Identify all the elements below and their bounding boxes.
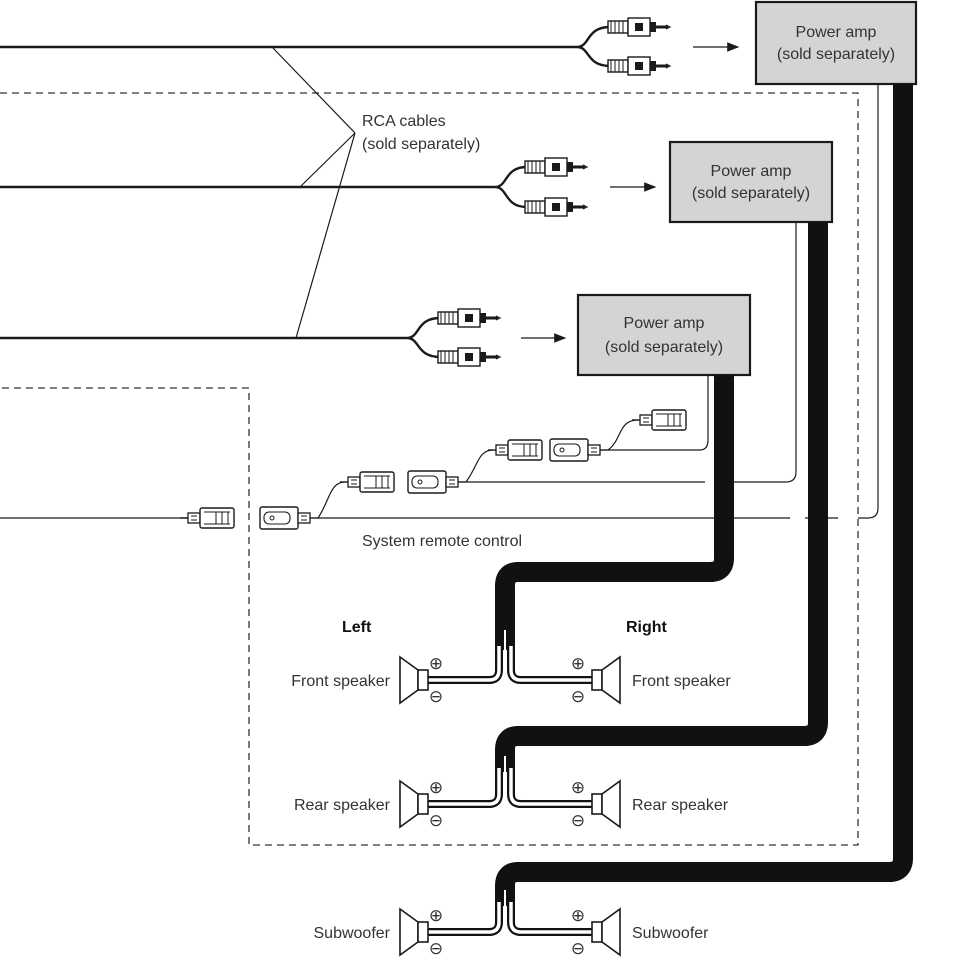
front-right-speaker-label: Front speaker (632, 673, 731, 690)
remote-connector-female-icon (407, 470, 467, 494)
remote-chain-wire (465, 449, 494, 483)
rear-right-speaker-label: Rear speaker (632, 797, 729, 814)
sub-left-speaker-label: Subwoofer (314, 925, 391, 942)
remote-connector-male-icon (631, 409, 687, 431)
rca-plug-icon (523, 156, 589, 178)
negative-icon: ⊖ (429, 939, 443, 958)
rear-right-speaker-icon (591, 780, 621, 828)
remote-connector-male-icon (179, 507, 235, 529)
subwoofer-leads (428, 902, 592, 936)
power-amp-title: Power amp (796, 24, 877, 41)
remote-chain-wire (607, 419, 639, 451)
positive-icon: ⊕ (571, 654, 585, 673)
negative-icon: ⊖ (429, 811, 443, 830)
positive-icon: ⊕ (429, 654, 443, 673)
left-side-label: Left (342, 619, 372, 636)
remote-connector-female-icon (259, 506, 319, 530)
power-amp-subtitle: (sold separately) (605, 339, 723, 356)
speaker-bundle-front (495, 375, 734, 650)
negative-icon: ⊖ (571, 687, 585, 706)
negative-icon: ⊖ (429, 687, 443, 706)
rca-splitter-3 (406, 316, 441, 359)
negative-icon: ⊖ (571, 811, 585, 830)
positive-icon: ⊕ (571, 906, 585, 925)
rca-splitter-1 (576, 25, 611, 68)
right-side-label: Right (626, 619, 668, 636)
remote-connector-male-icon (487, 439, 543, 461)
remote-chain-wire (317, 481, 346, 519)
power-amp-subtitle: (sold separately) (777, 46, 895, 63)
sub-right-speaker-icon (591, 908, 621, 956)
rca-plug-icon (436, 346, 502, 368)
rca-cables-label: RCA cables (sold separately) (362, 113, 480, 153)
power-amp-1: Power amp (sold separately) (754, 0, 918, 86)
rca-label-leader (271, 46, 356, 339)
speaker-bundle-rear (495, 222, 828, 772)
rca-plug-icon (606, 55, 672, 77)
rear-speaker-leads (428, 768, 592, 808)
remote-chain-wire (466, 222, 797, 483)
rca-plug-icon (523, 196, 589, 218)
rear-left-speaker-label: Rear speaker (294, 797, 391, 814)
speaker-bundle-sub (495, 84, 913, 906)
system-remote-control-label: System remote control (362, 533, 522, 550)
front-left-speaker-icon (399, 656, 429, 704)
svg-text:RCA cables: RCA cables (362, 113, 446, 130)
power-amp-3: Power amp (sold separately) (576, 293, 752, 377)
power-amp-title: Power amp (711, 163, 792, 180)
remote-chain-wire (608, 375, 709, 451)
positive-icon: ⊕ (429, 906, 443, 925)
rear-left-speaker-icon (399, 780, 429, 828)
power-amp-2: Power amp (sold separately) (668, 140, 834, 224)
rca-plug-icon (606, 16, 672, 38)
positive-icon: ⊕ (571, 778, 585, 797)
power-amp-subtitle: (sold separately) (692, 185, 810, 202)
rca-splitter-2 (494, 165, 528, 209)
positive-icon: ⊕ (429, 778, 443, 797)
remote-connector-male-icon (339, 471, 395, 493)
sub-right-speaker-label: Subwoofer (632, 925, 709, 942)
power-amp-title: Power amp (624, 315, 705, 332)
polarity-symbols: ⊕ ⊖ ⊕ ⊖ ⊕ ⊖ ⊕ ⊖ ⊕ ⊖ ⊕ ⊖ (429, 654, 585, 958)
negative-icon: ⊖ (571, 939, 585, 958)
front-left-speaker-label: Front speaker (291, 673, 390, 690)
front-right-speaker-icon (591, 656, 621, 704)
svg-text:(sold separately): (sold separately) (362, 136, 480, 153)
remote-connector-female-icon (549, 438, 609, 462)
sub-left-speaker-icon (399, 908, 429, 956)
amp-group-dashed-outer (0, 92, 859, 846)
front-speaker-leads (428, 646, 592, 684)
rca-plug-icon (436, 307, 502, 329)
